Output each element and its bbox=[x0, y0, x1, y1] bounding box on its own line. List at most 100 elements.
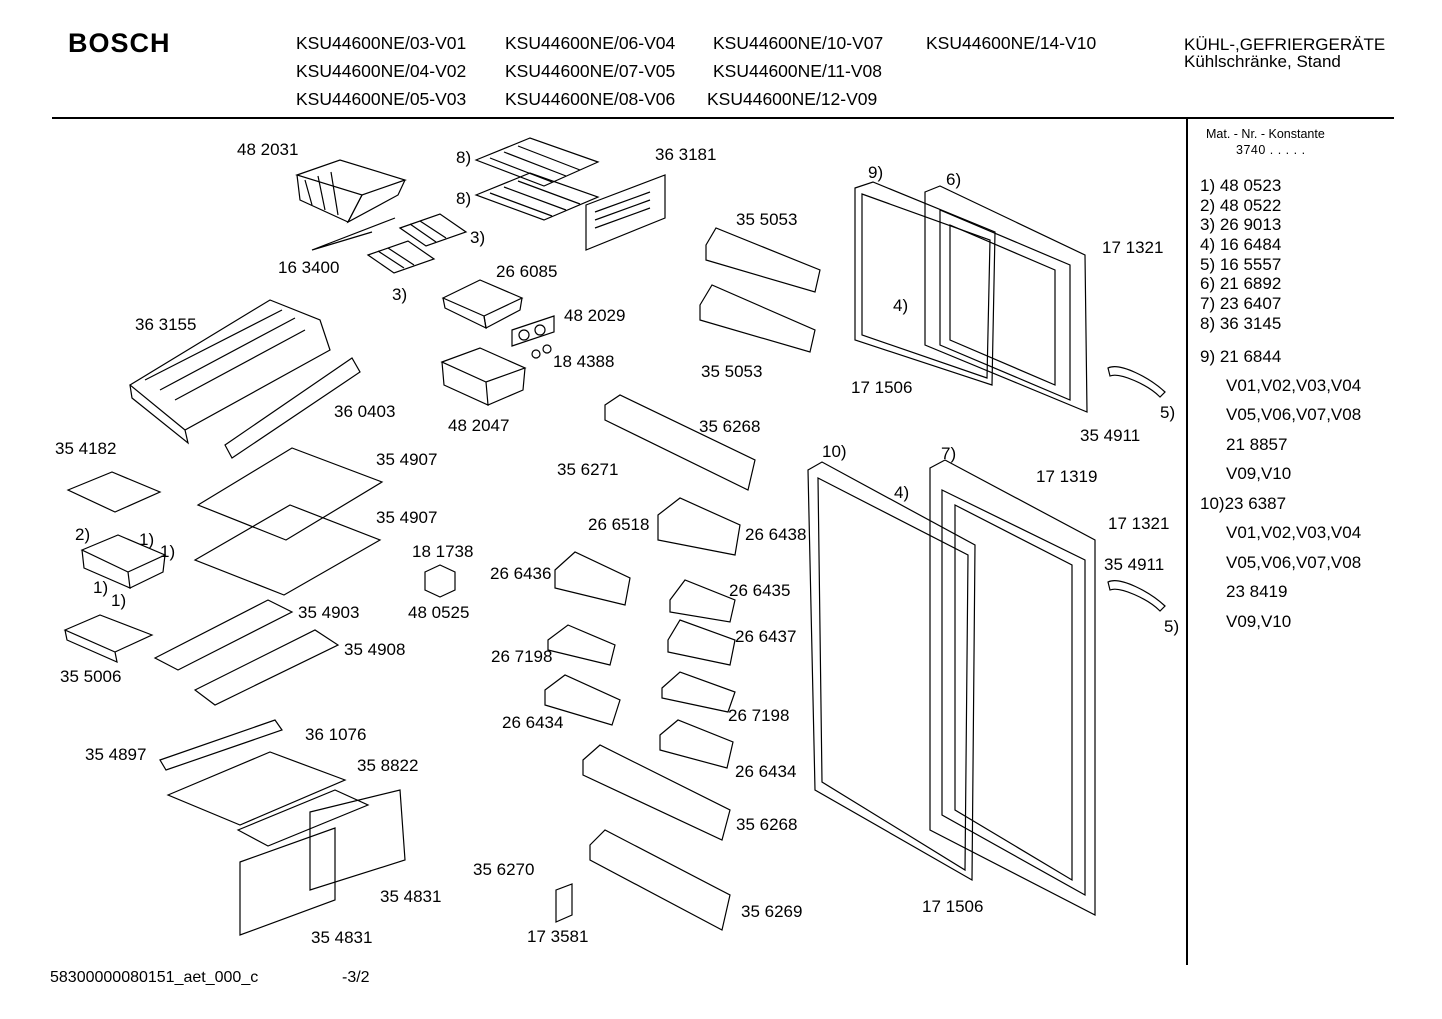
door-bin-part bbox=[605, 395, 755, 490]
crisper-drawer-part bbox=[240, 828, 335, 935]
part-label: 7) bbox=[941, 444, 957, 463]
sidebar-item: 5) 16 5557 bbox=[1200, 254, 1282, 274]
exploded-parts-diagram bbox=[0, 0, 1180, 960]
part-label: 26 6434 bbox=[502, 713, 564, 732]
glass-plate-part bbox=[238, 790, 368, 846]
part-label: 36 3181 bbox=[655, 145, 717, 164]
part-label: 35 6271 bbox=[557, 460, 619, 479]
part-label: 35 4897 bbox=[85, 745, 147, 764]
part-label: 35 5053 bbox=[701, 362, 763, 381]
part-label: 10) bbox=[822, 442, 847, 461]
part-label: 18 1738 bbox=[412, 542, 474, 561]
model-number: KSU44600NE/05-V03 bbox=[296, 89, 467, 109]
part-label: 26 6518 bbox=[588, 515, 650, 534]
part-label: 26 7198 bbox=[728, 706, 790, 725]
freezer-door-part bbox=[925, 186, 1087, 412]
part-label: 35 4911 bbox=[1080, 426, 1141, 445]
part-label: 35 4911 bbox=[1104, 555, 1165, 574]
door-bin-part bbox=[555, 552, 630, 605]
sidebar-item: 8) 36 3145 bbox=[1200, 313, 1282, 333]
knob-part bbox=[532, 350, 540, 358]
door-bin-part bbox=[658, 498, 740, 555]
part-label: 17 1506 bbox=[851, 378, 913, 397]
part-label: 48 2031 bbox=[237, 140, 299, 159]
part-label: 48 2029 bbox=[564, 306, 626, 325]
tray-part bbox=[65, 615, 152, 662]
sidebar-item: 10)23 6387 bbox=[1200, 493, 1287, 513]
part-label: 26 6434 bbox=[735, 762, 797, 781]
part-label: 48 0525 bbox=[408, 603, 470, 622]
knob-part bbox=[535, 325, 545, 335]
part-label: 17 1321 bbox=[1102, 238, 1164, 257]
control-panel-part bbox=[512, 316, 554, 346]
sidebar-divider bbox=[1186, 117, 1188, 965]
part-label: 35 4907 bbox=[376, 450, 438, 469]
part-label: 35 6269 bbox=[741, 902, 803, 921]
part-label: 26 6085 bbox=[496, 262, 558, 281]
part-label: 5) bbox=[1160, 403, 1176, 422]
part-label: 26 6437 bbox=[735, 627, 797, 646]
door-bin-part bbox=[670, 580, 735, 622]
sidebar-constant: 3740 . . . . . bbox=[1236, 143, 1306, 157]
part-label: 1) bbox=[160, 542, 176, 561]
part-label: 17 1506 bbox=[922, 897, 984, 916]
glass-plate-part bbox=[168, 752, 345, 825]
sidebar-title: Mat. - Nr. - Konstante bbox=[1206, 127, 1325, 141]
part-label: 35 4831 bbox=[311, 928, 373, 947]
model-number: KSU44600NE/14-V10 bbox=[926, 33, 1097, 53]
sidebar-item: 4) 16 6484 bbox=[1200, 235, 1282, 255]
egg-tray-part bbox=[662, 672, 735, 712]
ice-tray-holder-part bbox=[297, 160, 405, 222]
model-number: KSU44600NE/12-V09 bbox=[707, 89, 878, 109]
sidebar-item-variant: V05,V06,V07,V08 bbox=[1226, 552, 1362, 572]
part-label: 4) bbox=[893, 296, 909, 315]
door-handle-part bbox=[1108, 367, 1165, 397]
door-shelf-part bbox=[700, 228, 820, 352]
part-label: 35 6268 bbox=[699, 417, 761, 436]
door-bin-part bbox=[545, 675, 620, 725]
sidebar-item-variant: V09,V10 bbox=[1226, 611, 1292, 631]
door-bin-part bbox=[660, 720, 733, 768]
vent-strip-part bbox=[160, 720, 282, 770]
egg-basket-part bbox=[82, 535, 165, 588]
part-label: 3) bbox=[470, 228, 486, 247]
part-label: 35 4903 bbox=[298, 603, 360, 622]
part-label: 8) bbox=[456, 148, 472, 167]
part-label: 1) bbox=[139, 530, 155, 549]
page-number: -3/2 bbox=[342, 969, 370, 986]
glass-cover-part bbox=[195, 630, 338, 705]
category-subtitle: Kühlschränke, Stand bbox=[1184, 52, 1341, 71]
model-number: KSU44600NE/04-V02 bbox=[296, 61, 467, 81]
sidebar-item: 9) 21 6844 bbox=[1200, 346, 1282, 366]
door-gasket-part bbox=[855, 182, 995, 385]
part-label: 3) bbox=[392, 285, 408, 304]
sidebar-item-variant: V09,V10 bbox=[1226, 464, 1292, 483]
part-label: 35 5053 bbox=[736, 210, 798, 229]
part-label: 26 7198 bbox=[491, 647, 553, 666]
egg-tray-part bbox=[548, 625, 615, 665]
model-number: KSU44600NE/08-V06 bbox=[505, 89, 676, 109]
document-id: 58300000080151_aet_000_c bbox=[50, 969, 259, 986]
glass-shelf-part bbox=[195, 505, 380, 595]
part-label: 36 0403 bbox=[334, 402, 396, 421]
sidebar-item-variant: V01,V02,V03,V04 bbox=[1226, 375, 1362, 395]
sidebar-item-variant: V05,V06,V07,V08 bbox=[1226, 405, 1362, 424]
sidebar-item-variant: V01,V02,V03,V04 bbox=[1226, 523, 1362, 542]
sidebar-item: 3) 26 9013 bbox=[1200, 215, 1282, 235]
door-bin-part bbox=[668, 620, 735, 665]
fridge-door-part bbox=[930, 460, 1095, 915]
door-bin-part bbox=[590, 830, 730, 930]
small-box-part bbox=[425, 565, 455, 597]
part-label: 4) bbox=[894, 483, 910, 502]
part-label: 36 1076 bbox=[305, 725, 367, 744]
part-label: 1) bbox=[93, 578, 109, 597]
sidebar-item: 6) 21 6892 bbox=[1200, 274, 1282, 294]
part-label: 26 6436 bbox=[490, 564, 552, 583]
model-number: KSU44600NE/07-V05 bbox=[505, 61, 676, 81]
part-label: 1) bbox=[111, 591, 127, 610]
part-label: 26 6438 bbox=[745, 525, 807, 544]
clip-part bbox=[556, 884, 572, 922]
part-label: 5) bbox=[1164, 617, 1180, 636]
glass-strip-part bbox=[225, 358, 360, 458]
part-label: 26 6435 bbox=[729, 581, 791, 600]
